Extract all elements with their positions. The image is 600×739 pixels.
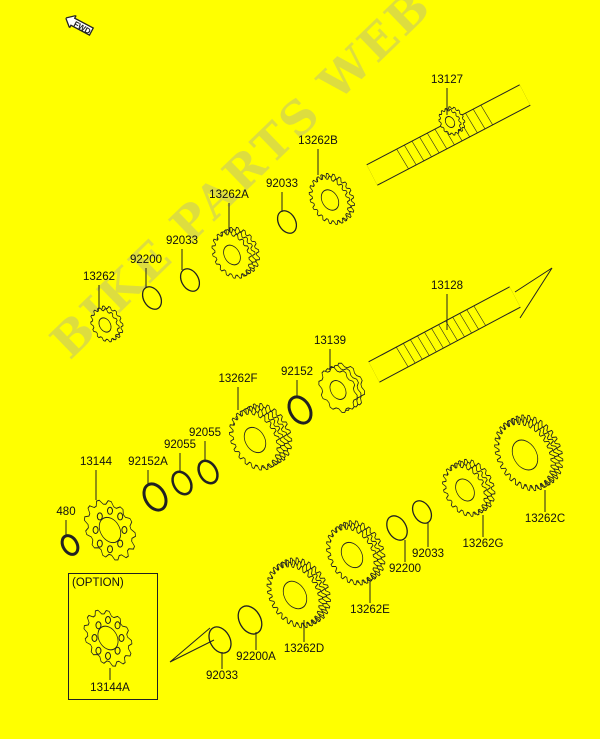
gear-13262F (229, 403, 293, 471)
part-label-92055[interactable]: 92055 (164, 439, 196, 451)
spline (459, 313, 472, 334)
part-label-13262D[interactable]: 13262D (283, 643, 325, 655)
spline (431, 328, 444, 349)
sprocket-hole (117, 539, 124, 548)
spline (417, 335, 430, 356)
part-label-92200[interactable]: 92200 (130, 254, 162, 266)
spline (395, 346, 409, 368)
washer-92200 (141, 286, 163, 310)
spline (403, 144, 417, 166)
spline (445, 320, 458, 341)
spline (410, 339, 423, 360)
sprocket-hole (114, 621, 121, 630)
gear-13262 (90, 305, 124, 343)
part-label-92033[interactable]: 92033 (206, 670, 238, 682)
sprocket-hole (107, 506, 113, 515)
spline (480, 104, 494, 126)
part-label-13128[interactable]: 13128 (431, 280, 463, 292)
part-label-13262E[interactable]: 13262E (350, 604, 390, 616)
sprocket-13144 (84, 499, 136, 561)
spline (434, 128, 448, 150)
oring-92055 (197, 459, 219, 485)
part-label-13127[interactable]: 13127 (431, 74, 463, 86)
sprocket-hole (118, 634, 125, 642)
circlip-92033 (411, 500, 433, 524)
part-label-92152[interactable]: 92152 (281, 366, 313, 378)
sprocket-hole (105, 652, 111, 660)
washer-92200A (237, 605, 263, 635)
sprocket-hole (107, 545, 113, 554)
gear-13262D (266, 557, 331, 629)
spline (438, 324, 451, 345)
guide-lines (514, 267, 553, 319)
part-label-13262F[interactable]: 13262F (218, 373, 258, 385)
gear-13262G (442, 458, 496, 517)
circlip-92033 (208, 626, 232, 654)
option-box: (OPTION) (68, 573, 158, 700)
gear-13139 (318, 362, 366, 413)
part-label-92200[interactable]: 92200 (389, 563, 421, 575)
sprocket-hole (95, 646, 102, 655)
part-label-92033[interactable]: 92033 (166, 235, 198, 247)
spline (396, 148, 409, 170)
option-label: (OPTION) (72, 577, 124, 589)
part-label-13262C[interactable]: 13262C (524, 513, 566, 525)
sprocket-hole (105, 616, 111, 624)
part-label-92055[interactable]: 92055 (189, 427, 221, 439)
gear-on-13127 (438, 106, 466, 136)
spline (419, 136, 432, 158)
sprocket-hole (91, 634, 98, 642)
part-label-92033[interactable]: 92033 (266, 178, 298, 190)
sprocket-hole (92, 526, 99, 534)
gear-13262E (326, 520, 386, 586)
gear-13262A (211, 226, 260, 279)
sprocket-hole (117, 512, 124, 521)
spline (465, 112, 478, 134)
guide-lines (169, 627, 215, 663)
part-label-92033[interactable]: 92033 (412, 548, 444, 560)
sprocket-hole (95, 621, 102, 630)
gear-13262C (494, 414, 564, 492)
gear-13262B (308, 173, 355, 225)
part-label-13139[interactable]: 13139 (314, 335, 346, 347)
spline (473, 305, 487, 326)
part-label-13144[interactable]: 13144 (80, 456, 112, 468)
spline (452, 316, 465, 338)
seal-480 (60, 534, 80, 556)
spline (424, 331, 437, 353)
part-label-92200A[interactable]: 92200A (236, 651, 276, 663)
bushing-92152 (287, 395, 313, 425)
circlip-92033 (179, 268, 201, 292)
circlip-92033 (276, 210, 298, 234)
part-label-13262G[interactable]: 13262G (462, 538, 504, 550)
sprocket-hole (96, 512, 103, 521)
part-label-13262A[interactable]: 13262A (209, 189, 249, 201)
sprocket-hole (114, 646, 121, 655)
part-label-480[interactable]: 480 (56, 506, 76, 518)
spline (466, 309, 479, 330)
washer-92200 (386, 515, 408, 541)
part-label-13144A[interactable]: 13144A (90, 682, 130, 694)
part-label-13262B[interactable]: 13262B (298, 135, 338, 147)
spline (402, 343, 416, 364)
fwd-arrow-icon: FWD (62, 12, 95, 38)
spline (426, 132, 440, 154)
spline (472, 108, 486, 130)
spline (411, 140, 425, 162)
oring-92055 (171, 470, 193, 496)
part-label-92152A[interactable]: 92152A (128, 456, 168, 468)
bushing-92152A (142, 482, 168, 512)
part-label-13262[interactable]: 13262 (83, 271, 115, 283)
sprocket-hole (121, 526, 128, 534)
sprocket-hole (96, 539, 103, 548)
